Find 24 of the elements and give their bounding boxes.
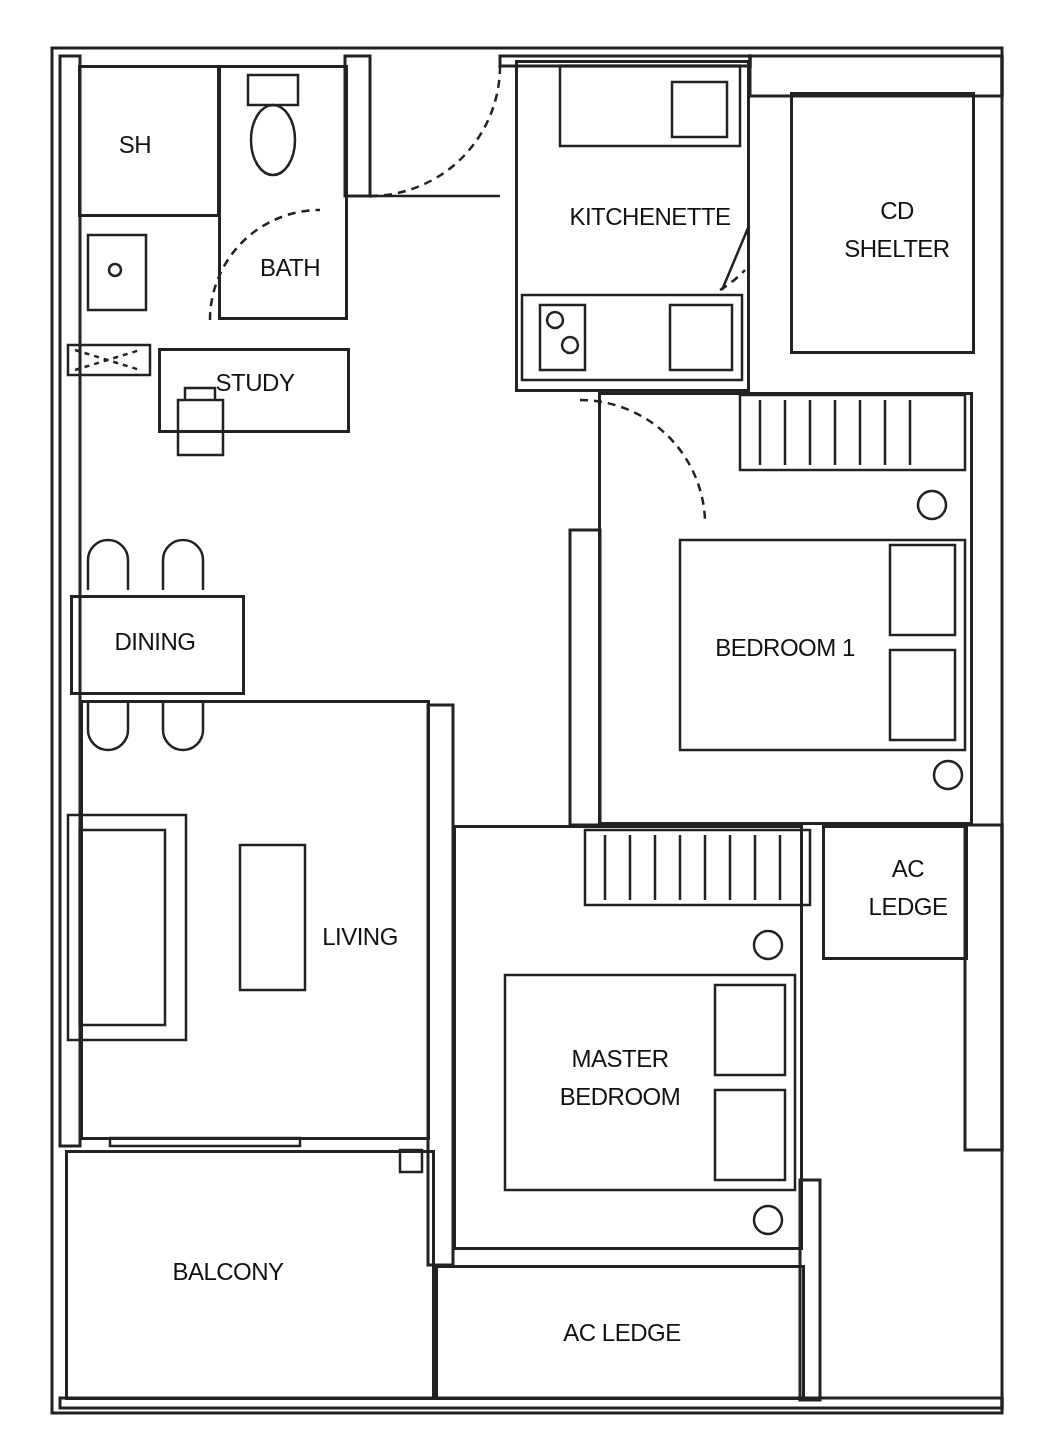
room-label: LIVING: [322, 921, 398, 952]
room-outline: [515, 60, 750, 392]
room-label: CD SHELTER: [843, 195, 951, 264]
room-label: BATH: [259, 252, 321, 283]
room-label: KITCHENETTE: [569, 201, 731, 232]
room-outline: [790, 92, 975, 354]
room-outline: [70, 595, 245, 695]
room-label: AC LEDGE: [867, 853, 949, 922]
room-label: DINING: [114, 626, 196, 657]
room-label: SH: [118, 129, 152, 160]
room-outline: [78, 65, 220, 217]
room-label: MASTER BEDROOM: [558, 1043, 682, 1112]
room-label: BEDROOM 1: [715, 632, 855, 663]
room-outline: [65, 1150, 435, 1400]
room-outline: [80, 700, 430, 1140]
room-outline: [435, 1265, 805, 1400]
room-outline: [158, 348, 350, 433]
room-label: AC LEDGE: [563, 1317, 681, 1348]
room-label: STUDY: [215, 367, 295, 398]
room-outline: [598, 392, 973, 825]
room-label: BALCONY: [172, 1256, 284, 1287]
room-outline: [453, 825, 803, 1250]
room-outline: [218, 65, 348, 320]
room-outline: [822, 825, 968, 960]
